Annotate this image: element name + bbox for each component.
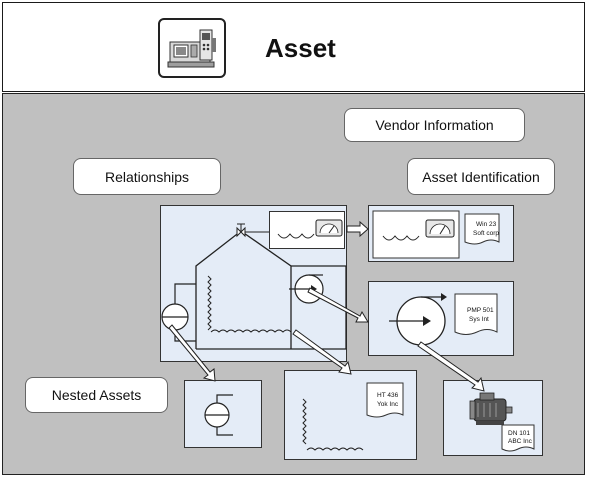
pump-icon (289, 274, 324, 304)
asset-identification-label[interactable]: Asset Identification (407, 158, 555, 195)
datasheet-line: PMP 501 (467, 307, 494, 314)
heater-coil-icon (302, 398, 364, 451)
datasheet-line: DN 101 (508, 430, 530, 437)
gauge-panel[interactable] (269, 211, 345, 249)
datasheet-icon (501, 424, 535, 452)
datasheet-line: ABC Inc (508, 438, 533, 445)
pump-asset-tile[interactable]: PMP 501 Sys Int (368, 281, 514, 356)
motor-icon (469, 392, 513, 425)
datasheet-icon (454, 293, 498, 335)
relationships-label[interactable]: Relationships (73, 158, 221, 195)
datasheet-icon (366, 382, 404, 418)
nested-asset-tile[interactable] (184, 380, 262, 448)
header-bar: Asset (2, 2, 585, 92)
vendor-information-label[interactable]: Vendor Information (344, 108, 525, 142)
nested-assets-label[interactable]: Nested Assets (25, 377, 168, 413)
datasheet-icon (464, 213, 500, 245)
cnc-machine-icon (158, 18, 226, 78)
flow-meter-icon (204, 394, 233, 436)
datasheet-line: Sys Int (469, 316, 489, 323)
pump-icon (389, 293, 447, 346)
datasheet-line: Yok Inc (377, 401, 399, 408)
gauge-icon (277, 219, 343, 239)
page-title: Asset (265, 33, 336, 63)
gauge-asset-tile[interactable]: Win 23 Soft corp (368, 205, 514, 262)
datasheet-line: Soft corp (473, 230, 499, 237)
flow-meter-icon (161, 283, 196, 342)
motor-asset-tile[interactable]: DN 101 ABC Inc (443, 380, 543, 456)
datasheet-line: Win 23 (476, 221, 497, 228)
main-asset-tile[interactable] (160, 205, 347, 362)
datasheet-line: HT 436 (377, 392, 399, 399)
valve-icon (236, 223, 269, 238)
heater-asset-tile[interactable]: HT 436 Yok Inc (284, 370, 417, 460)
